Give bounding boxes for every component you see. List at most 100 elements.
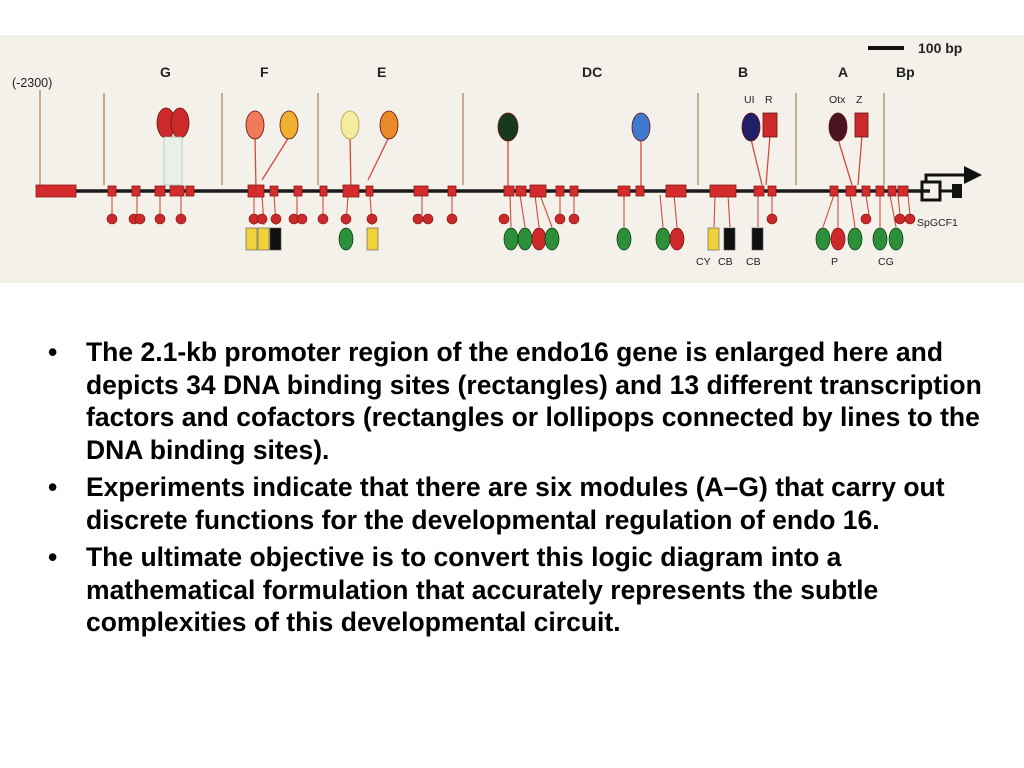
binding-site: [887, 185, 897, 197]
binding-site: [447, 185, 457, 197]
stem: [750, 138, 763, 186]
stem: [534, 194, 540, 228]
lower-small-factors: [106, 213, 916, 225]
module-label-f: F: [260, 64, 269, 80]
endo16-promoter-diagram: 100 bp (-2300) G F E DC B A Bp UI R Otx …: [0, 35, 1024, 283]
stem: [349, 136, 352, 191]
cofactor-yellow: [245, 227, 258, 251]
module-label-e: E: [377, 64, 386, 80]
factor-otx: [828, 112, 848, 142]
factor-dot: [154, 213, 166, 225]
binding-site: [845, 185, 857, 197]
factor-green: [544, 227, 560, 251]
cofactor-yellow: [366, 227, 379, 251]
factor-label-r: R: [765, 94, 773, 106]
binding-site: [767, 185, 777, 197]
binding-site: [169, 185, 185, 197]
bullet-list: • The 2.1-kb promoter region of the endo…: [46, 336, 1006, 644]
binding-site: [753, 185, 765, 197]
binding-sites: [35, 184, 909, 198]
transcription-start-arrow: [920, 166, 982, 202]
factor-dot: [894, 213, 906, 225]
factor-label-cy: CY: [696, 256, 711, 268]
factor-cg: [888, 227, 904, 251]
factor-dot: [134, 213, 146, 225]
factor-label-cg: CG: [878, 256, 894, 268]
factor-dot: [296, 213, 308, 225]
factor-green: [517, 227, 533, 251]
binding-site: [365, 185, 374, 197]
factor-dot: [904, 213, 916, 225]
stem: [254, 136, 257, 191]
upper-factors: [156, 107, 869, 186]
module-labels: G F E DC B A Bp: [160, 64, 915, 80]
factor-g-column: [163, 136, 183, 186]
coordinate-label: (-2300): [12, 76, 52, 90]
factor-dot: [860, 213, 872, 225]
module-label-a: A: [838, 64, 848, 80]
stem: [539, 194, 553, 228]
stem: [659, 194, 664, 228]
factor-g-right: [170, 107, 190, 139]
stem: [857, 134, 863, 186]
scale-label: 100 bp: [918, 40, 962, 56]
stem: [907, 194, 911, 216]
factor-dot: [766, 213, 778, 225]
binding-site: [617, 185, 631, 197]
factor-dc-darkgreen: [497, 112, 519, 142]
stem: [713, 194, 716, 228]
stem: [673, 194, 678, 228]
factor-dot: [568, 213, 580, 225]
factor-dot: [366, 213, 378, 225]
bullet-marker: •: [48, 337, 58, 367]
arrow-head: [964, 166, 982, 184]
binding-site: [107, 185, 117, 197]
bullet-item: • The ultimate objective is to convert t…: [46, 541, 1006, 639]
lower-stems: [111, 194, 911, 228]
bullet-marker: •: [48, 542, 58, 572]
factor-green: [847, 227, 863, 251]
stem: [261, 136, 290, 181]
stem: [727, 194, 731, 228]
factor-red: [531, 227, 547, 251]
binding-site: [269, 185, 279, 197]
binding-site: [154, 185, 166, 197]
factor-p: [830, 227, 846, 251]
factor-label-p: P: [831, 256, 838, 268]
factor-red: [669, 227, 685, 251]
binding-site: [131, 185, 141, 197]
factor-label-cb-2: CB: [746, 256, 761, 268]
factor-dot: [554, 213, 566, 225]
module-boundaries: [39, 90, 885, 185]
factor-dot: [422, 213, 434, 225]
stem: [897, 194, 901, 216]
factor-label-z: Z: [856, 94, 863, 106]
binding-site: [319, 185, 328, 197]
lower-cofactors: [245, 227, 764, 251]
factor-cg: [872, 227, 888, 251]
binding-site: [185, 185, 195, 197]
bullet-item: • The 2.1-kb promoter region of the endo…: [46, 336, 1006, 466]
factor-dot: [340, 213, 352, 225]
stem: [889, 194, 897, 228]
factor-green: [815, 227, 831, 251]
module-label-g: G: [160, 64, 171, 80]
stem: [865, 194, 870, 216]
binding-site: [247, 184, 265, 198]
factor-dc-blue: [631, 112, 651, 142]
stem: [509, 194, 512, 228]
binding-site: [569, 185, 579, 197]
module-label-dc: DC: [582, 64, 602, 80]
binding-site: [529, 184, 547, 198]
factor-dot: [256, 213, 268, 225]
factor-dot: [175, 213, 187, 225]
factor-green: [616, 227, 632, 251]
factor-z: [854, 112, 869, 138]
binding-site: [635, 185, 645, 197]
cofactor-yellow: [257, 227, 270, 251]
stem: [765, 134, 771, 186]
bullet-text: The 2.1-kb promoter region of the endo16…: [86, 337, 982, 465]
cofactor-cy: [707, 227, 720, 251]
factor-e-orange: [379, 110, 399, 140]
factor-green: [655, 227, 671, 251]
